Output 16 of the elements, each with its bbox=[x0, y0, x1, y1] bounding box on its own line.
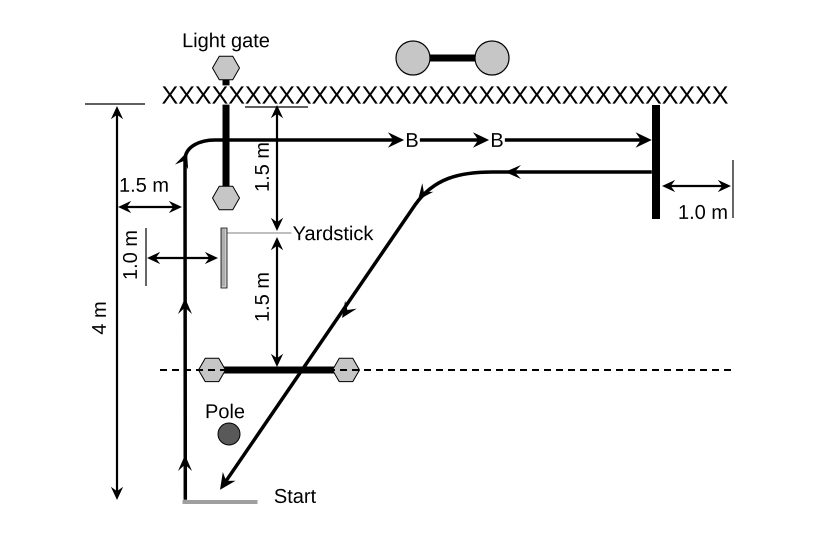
b-marker: B bbox=[406, 133, 418, 147]
dimension-label: 4 m bbox=[92, 302, 106, 334]
wall-bar bbox=[652, 105, 660, 219]
dimension-label: 1.5 m bbox=[120, 178, 168, 192]
leader-line bbox=[227, 232, 292, 234]
dimension-label: 1.0 m bbox=[122, 231, 138, 278]
yardstick-label: Yardstick bbox=[293, 226, 374, 240]
light-gate-label: Light gate bbox=[184, 32, 269, 52]
b-marker: B bbox=[492, 133, 503, 147]
dimension-label: 1.0 m bbox=[680, 204, 727, 220]
yardstick-drawing bbox=[220, 228, 228, 288]
start-label: Start bbox=[274, 488, 316, 504]
dimension-label: 1.5 m bbox=[255, 143, 269, 190]
pole-label: Pole bbox=[206, 404, 244, 418]
fence-marks: XXXXXXXXXXXXXXXXXXXXXXXXXXXXXXXXXX bbox=[160, 85, 730, 105]
dimension-label: 1.5 m bbox=[255, 273, 269, 320]
